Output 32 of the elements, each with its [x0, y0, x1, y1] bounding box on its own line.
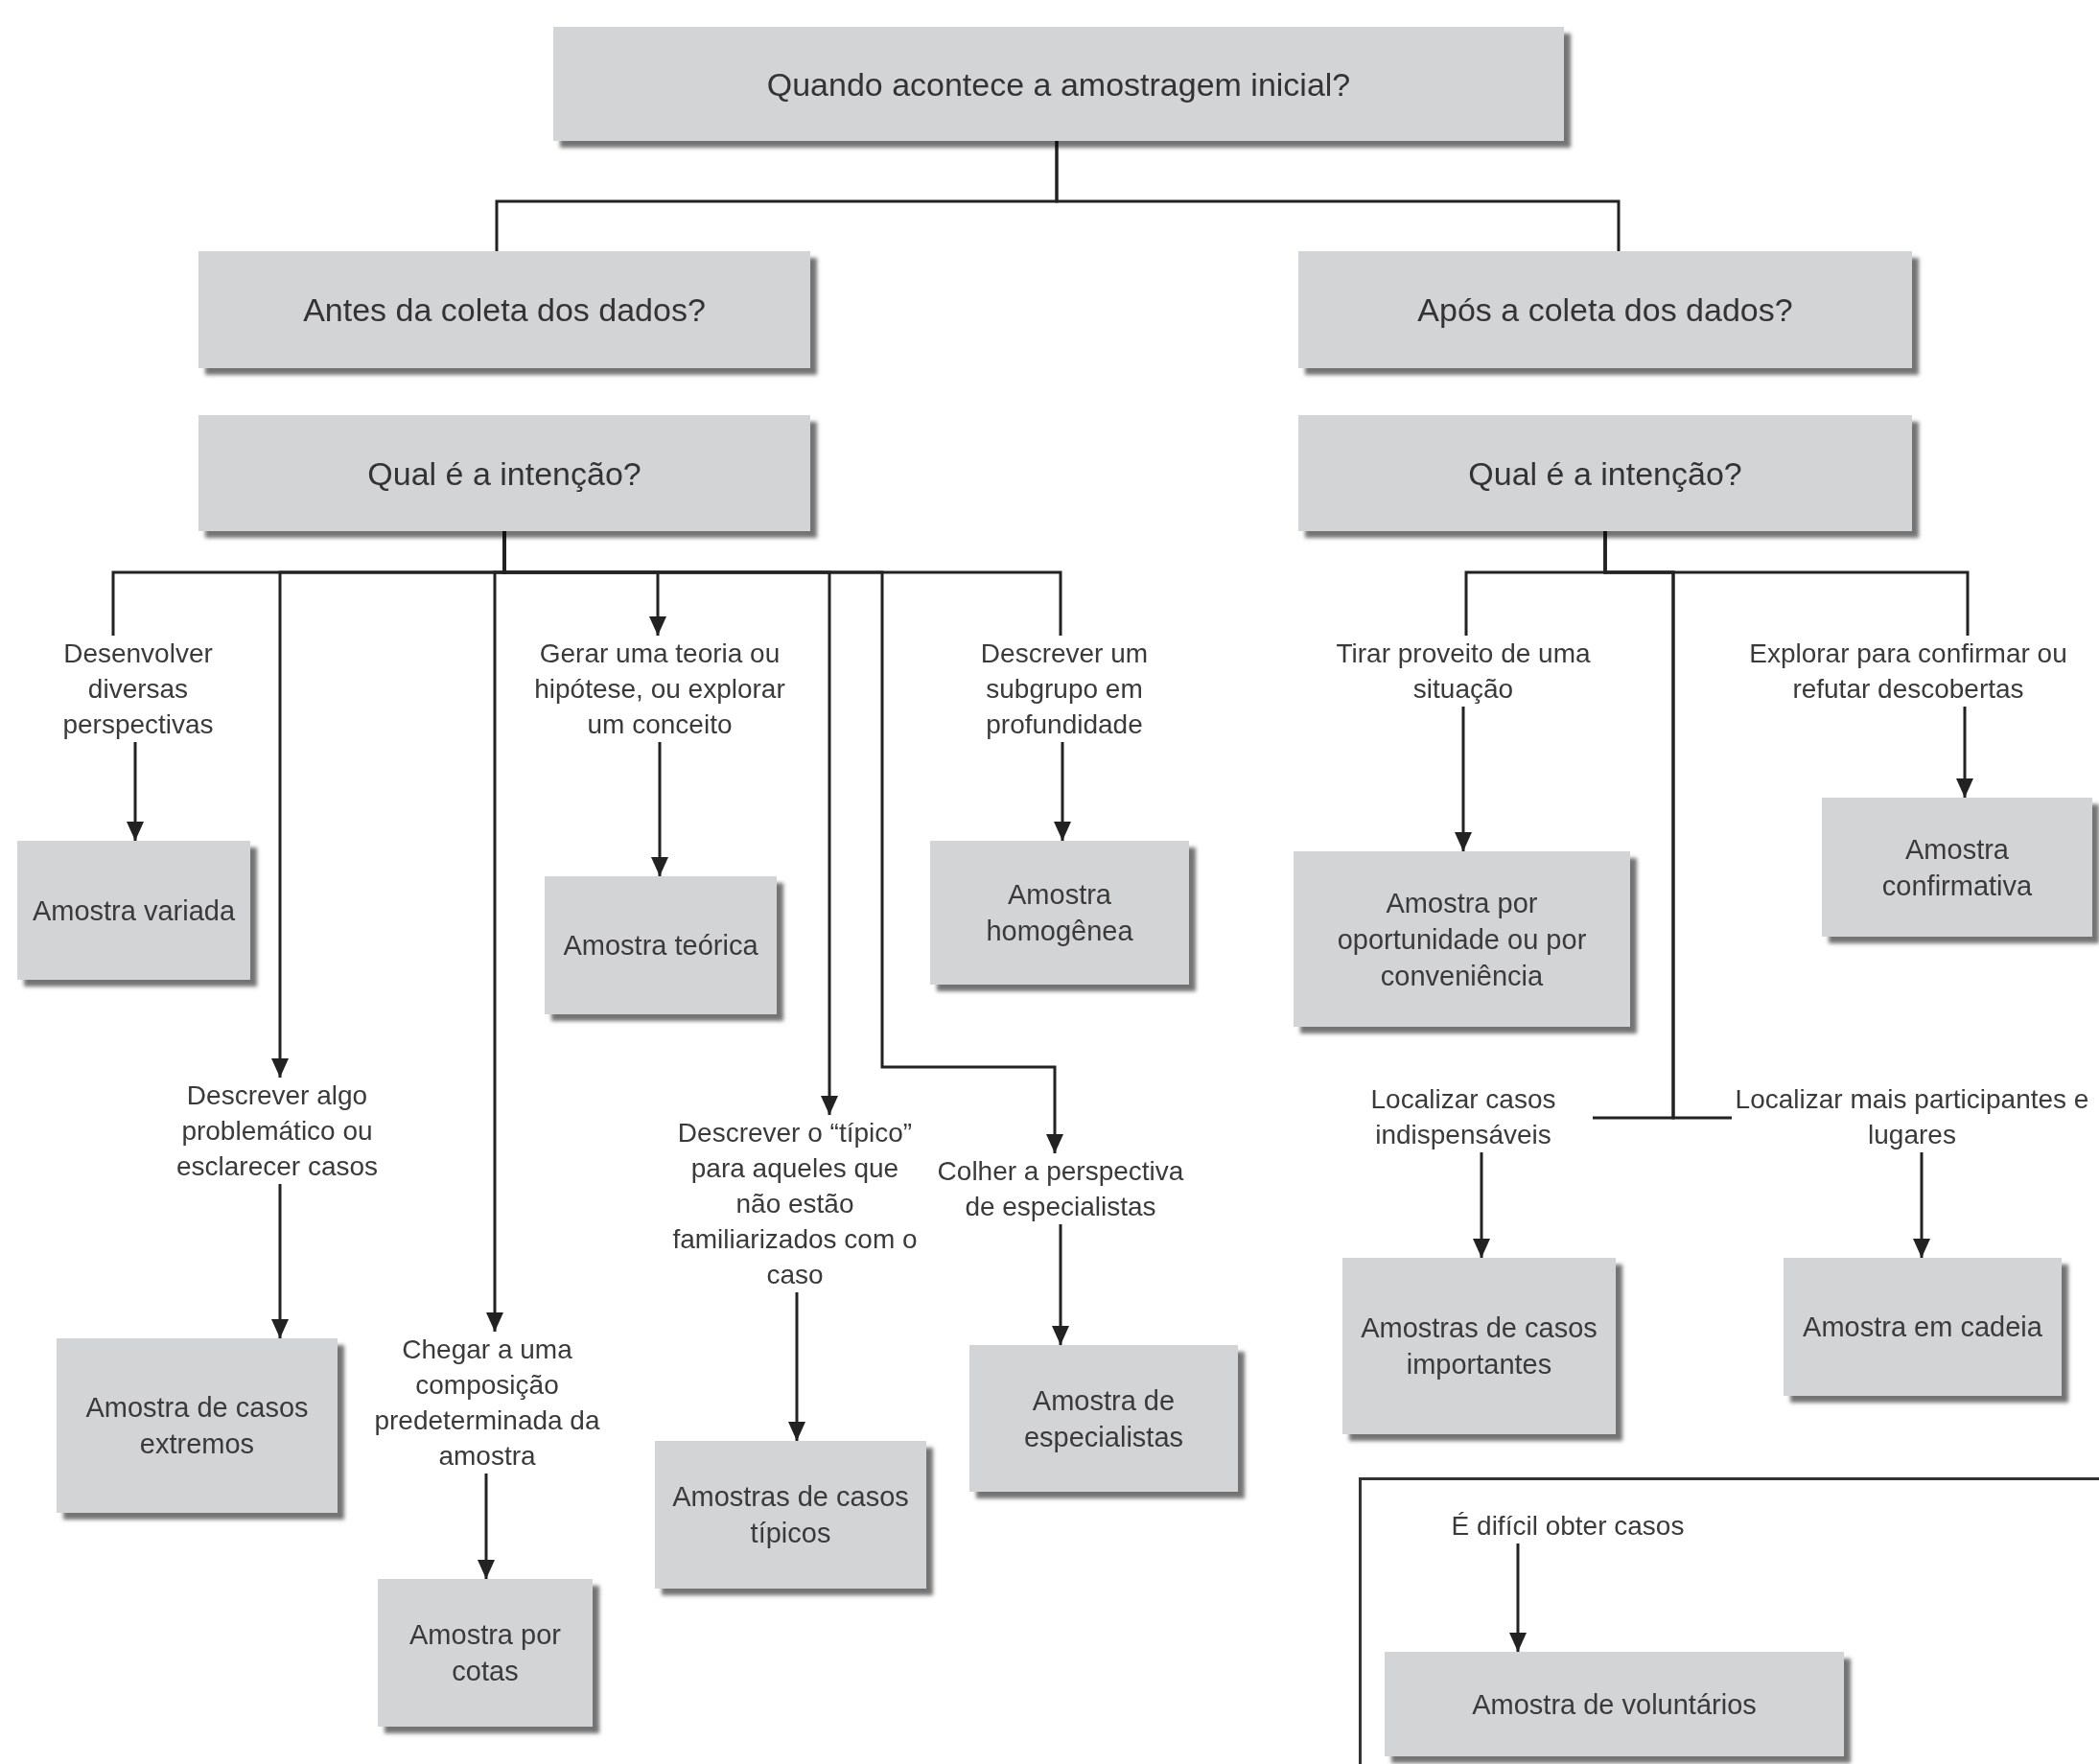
question-box: Após a coleta dos dados?	[1298, 251, 1912, 368]
sample-box: Amostras de casos típicos	[655, 1441, 926, 1589]
arrow	[1052, 1224, 1069, 1345]
sample-box: Amostra de especialistas	[969, 1345, 1238, 1492]
sample-box: Amostra variada	[17, 841, 250, 980]
question-box: Qual é a intenção?	[1298, 415, 1912, 531]
question-box: Qual é a intenção?	[198, 415, 810, 531]
arrow	[1455, 707, 1472, 851]
arrow	[271, 1184, 289, 1338]
sample-box: Amostra homogênea	[930, 841, 1189, 985]
arrow	[1956, 707, 1973, 798]
arrow	[478, 1474, 495, 1579]
arrow	[788, 1292, 805, 1441]
sample-box: Amostra de casos extremos	[57, 1338, 338, 1513]
sample-box: Amostra por oportunidade ou por conveniência	[1294, 851, 1630, 1027]
arrow	[1509, 1544, 1527, 1652]
group-frame	[1359, 1477, 2099, 1764]
connector-line	[1055, 141, 1621, 251]
sample-box: Amostra teórica	[545, 876, 777, 1014]
arrow	[1054, 742, 1071, 841]
sample-box: Amostra confirmativa	[1822, 798, 2092, 937]
sample-box: Amostra de voluntários	[1385, 1652, 1844, 1756]
arrow	[1473, 1152, 1490, 1258]
sample-box: Amostra por cotas	[378, 1579, 593, 1727]
sample-box: Amostras de casos importantes	[1342, 1258, 1616, 1434]
arrow	[1913, 1152, 1930, 1258]
arrow	[127, 742, 144, 841]
question-box: Antes da coleta dos dados?	[198, 251, 810, 368]
sample-box: Amostra em cadeia	[1784, 1258, 2062, 1396]
question-box: Quando acontece a amostragem inicial?	[553, 27, 1564, 141]
connector-line	[1603, 531, 1970, 636]
arrow	[651, 742, 668, 876]
